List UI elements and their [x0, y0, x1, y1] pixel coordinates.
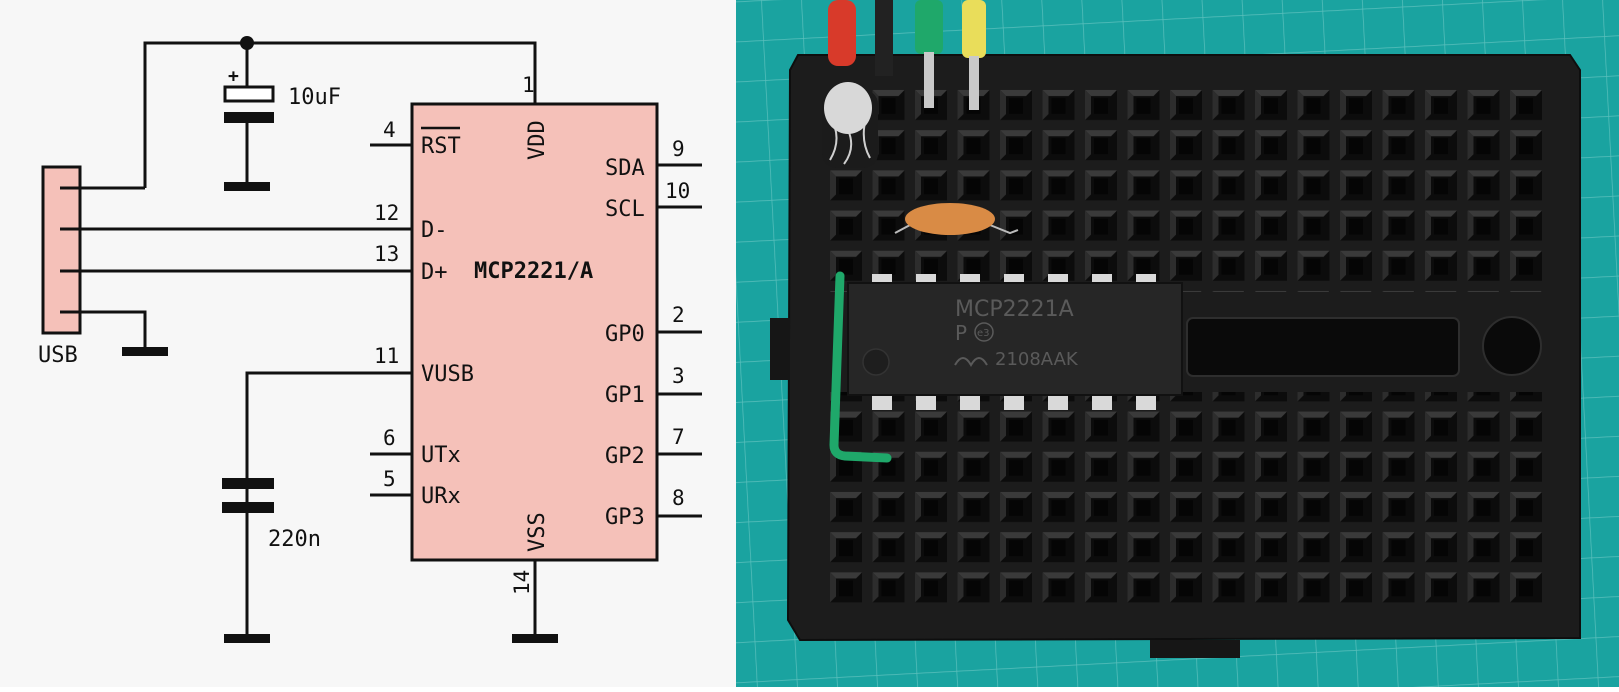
pin-number-dplus: 13 — [374, 242, 399, 266]
capacitor-220n-plate-top — [222, 478, 274, 489]
ceramic-capacitor-body — [905, 203, 995, 235]
green-wire-pin — [924, 52, 934, 108]
pin-label-rst: RST — [421, 134, 461, 159]
usb-connector — [41, 165, 82, 335]
wire-vusb — [245, 371, 412, 640]
chip-body — [410, 102, 659, 562]
pin-number-vdd: 1 — [522, 73, 535, 97]
pin-number-gp3: 8 — [672, 486, 685, 510]
pin-label-dminus: D- — [421, 218, 448, 243]
pin-number-gp1: 3 — [672, 364, 685, 388]
breadboard-mount-hole — [1482, 316, 1542, 376]
yellow-wire-pin — [969, 56, 979, 110]
red-wire — [828, 0, 856, 66]
pin-number-dminus: 12 — [374, 201, 399, 225]
ground-symbol-cap10 — [224, 182, 270, 191]
capacitor-220n-value: 220n — [268, 527, 321, 552]
pin-number-gp0: 2 — [672, 303, 685, 327]
green-wire — [915, 0, 943, 54]
pin-number-scl: 10 — [665, 179, 690, 203]
breadboard-photo: MCP2221A P e3 2108AAK — [736, 0, 1619, 687]
pin-label-utx: UTx — [421, 443, 461, 468]
pin-label-gp3: GP3 — [605, 505, 645, 530]
ceramic-capacitor — [894, 203, 1019, 235]
pin-number-gp2: 7 — [672, 425, 685, 449]
ground-symbol-cap220 — [224, 634, 270, 643]
black-wire — [875, 0, 893, 76]
pin-label-vusb: VUSB — [421, 362, 474, 387]
pin-label-urx: URx — [421, 484, 461, 509]
pin-number-utx: 6 — [383, 426, 396, 450]
pin-label-gp0: GP0 — [605, 322, 645, 347]
right-pin-stubs — [657, 163, 702, 518]
yellow-wire — [962, 0, 986, 58]
chip-name: MCP2221/A — [474, 259, 593, 284]
pin-number-rst: 4 — [383, 118, 396, 142]
green-jumper-wire — [829, 271, 892, 463]
ground-symbol-usb — [122, 347, 168, 356]
pin-label-gp1: GP1 — [605, 383, 645, 408]
chip-legs-bottom — [872, 394, 1156, 410]
usb-label: USB — [38, 343, 78, 368]
microchip-logo-icon — [954, 357, 988, 368]
pin-label-gp2: GP2 — [605, 444, 645, 469]
capacitor-10uf: + 10uF — [223, 66, 341, 123]
chip-package — [847, 282, 1183, 396]
schematic: USB + — [0, 0, 736, 687]
pin-label-vss: VSS — [525, 512, 550, 552]
chip-marking-package: P — [955, 321, 967, 345]
capacitor-220n-plate-bottom — [222, 502, 274, 513]
wire-usb-gnd — [60, 310, 147, 349]
junction-dot — [240, 36, 254, 50]
mcp2221a-chip: MCP2221A P e3 2108AAK — [847, 274, 1183, 410]
breadboard-side-tab — [770, 318, 790, 380]
breadboard-bottom-tab — [1150, 640, 1240, 658]
pin-label-dplus: D+ — [421, 260, 448, 285]
hole-grid-top — [826, 86, 1548, 292]
pin-number-vusb: 11 — [374, 344, 399, 368]
chip-legs-top — [872, 274, 1156, 284]
chip-marking-part: MCP2221A — [955, 297, 1074, 322]
chip-marking-badge-ring — [974, 322, 994, 342]
hole-grid-bottom — [826, 392, 1548, 604]
pin-number-sda: 9 — [672, 137, 685, 161]
left-pin-stubs — [370, 143, 412, 497]
pin-label-vdd: VDD — [525, 120, 550, 160]
ground-symbol-vss — [512, 634, 558, 643]
electrolytic-capacitor-top — [824, 82, 872, 134]
capacitor-10uf-value: 10uF — [288, 85, 341, 110]
pin-label-sda: SDA — [605, 156, 645, 181]
wire-vdd-rail — [143, 41, 537, 188]
chip-marking-date-code: 2108AAK — [995, 349, 1079, 370]
chip-pin1-dimple — [862, 348, 890, 376]
chip-marking-badge: e3 — [977, 328, 990, 339]
capacitor-220n: 220n — [222, 478, 321, 552]
pin-label-scl: SCL — [605, 197, 645, 222]
pin-number-urx: 5 — [383, 467, 396, 491]
electrolytic-capacitor — [822, 82, 878, 168]
capacitor-10uf-polarity: + — [228, 66, 239, 87]
pin-number-vss: 14 — [510, 570, 534, 595]
breadboard-slot — [1186, 317, 1460, 377]
capacitor-10uf-positive-plate — [223, 85, 275, 103]
wires — [60, 41, 537, 640]
capacitor-10uf-negative-plate — [224, 112, 274, 123]
